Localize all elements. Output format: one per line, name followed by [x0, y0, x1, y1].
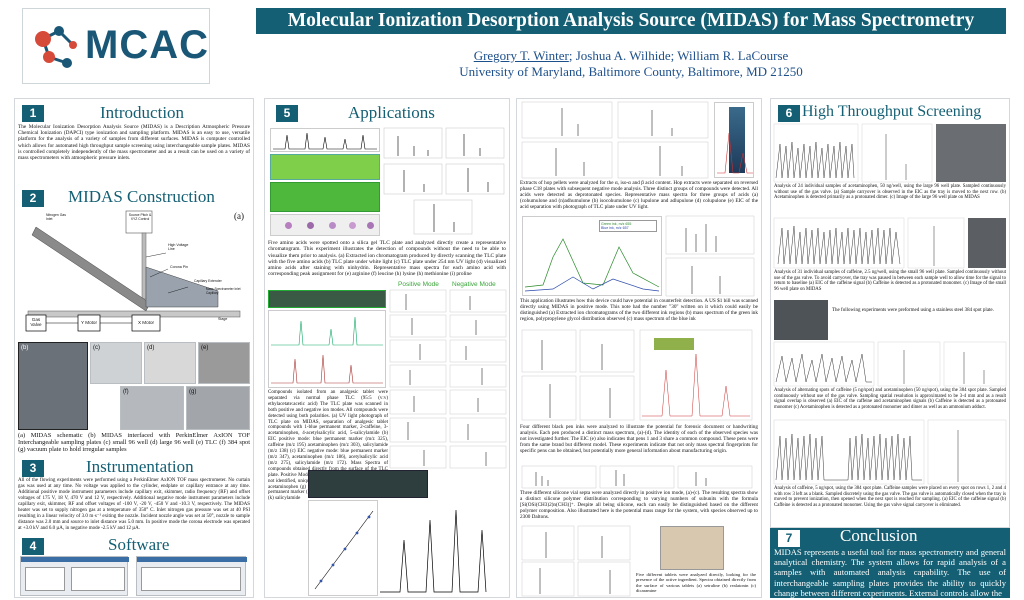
photo-label-d: (d): [147, 345, 155, 351]
authors: Gregory T. Winter; Joshua A. Wilhide; Wi…: [256, 48, 1006, 64]
source-label: Source Pitch & XYZ Control: [128, 213, 152, 221]
other-authors: ; Joshua A. Wilhide; William R. LaCourse: [568, 48, 789, 63]
analgesic-spectra-2: [389, 389, 507, 469]
y-motor-label: Y Motor: [81, 320, 97, 325]
instrument-photo: [308, 470, 428, 498]
affiliation: University of Maryland, Baltimore County…: [459, 64, 803, 79]
photo-c: (c): [90, 342, 142, 384]
section-title-introduction: Introduction: [100, 103, 185, 122]
analgesic-tlc-photo: [268, 290, 386, 308]
photo-e: (e): [198, 342, 250, 384]
section-title-screening: High Throughput Screening: [802, 103, 982, 120]
ink-spectra: [665, 215, 755, 297]
logo-box: MCAC: [22, 8, 210, 84]
introduction-text: The Molecular Ionization Desorption Anal…: [18, 124, 250, 162]
gas-valve-label: Gas Valve: [30, 317, 42, 327]
construction-caption: (a) MIDAS schematic (b) MIDAS interfaced…: [18, 432, 250, 454]
amino-acid-caption: Five amino acids were spotted onto a sil…: [268, 240, 506, 278]
photo-f: (f): [120, 386, 184, 430]
section-title-conclusion: Conclusion: [840, 526, 918, 545]
screening-caption-1: Analysis of 24 individual samples of ace…: [774, 184, 1006, 201]
section-number-6: 6: [778, 105, 800, 122]
septa-caption: Three different silicone vial septa were…: [520, 490, 758, 520]
screening-caption-3: Analysis of alternating spots of caffein…: [774, 388, 1006, 410]
logo-text: MCAC: [85, 23, 209, 67]
photo-label-f: (f): [123, 389, 129, 395]
section-number-2: 2: [22, 190, 44, 207]
software-screenshot-2: [136, 556, 247, 596]
tlc-plate-ninhydrin: [270, 214, 380, 236]
ink-caption: This application illustrates how this de…: [520, 298, 758, 322]
photo-label-e: (e): [201, 345, 209, 351]
screening-note: The following experiments were preformed…: [832, 308, 994, 313]
section-title-applications: Applications: [348, 103, 435, 122]
primary-author: Gregory T. Winter: [473, 48, 569, 63]
legend-green-ink: Green ink, m/z 655: [601, 222, 632, 226]
tlc-plate-uv: [270, 182, 380, 212]
ink-legend: Green ink, m/z 655 Blue ink, m/z 657: [599, 220, 657, 232]
capillary-extender-label: Capillary Extender: [194, 279, 222, 283]
analgesic-caption: Compounds isolated from an analgesic tab…: [268, 390, 388, 502]
schematic-figure: (a) Source Pitch & XYZ Control Nitrogen …: [18, 207, 250, 339]
instrumentation-text: All of the flowing experiments were perf…: [18, 478, 250, 531]
ms-inlet-label: Mass Spectrometer Inlet Capillary: [206, 287, 241, 295]
molecule-icon: [35, 26, 77, 68]
ink-eic: Green ink, m/z 655 Blue ink, m/z 657: [522, 216, 662, 296]
hop-spectra: [521, 101, 709, 179]
analgesic-eic: [268, 310, 386, 388]
analgesic-spectra: [389, 289, 507, 388]
photo-d: (d): [144, 342, 196, 384]
section-number-5: 5: [276, 105, 298, 122]
photo-g: (g): [186, 386, 250, 430]
tablet-photo: [660, 526, 724, 570]
software-screenshot-1: [20, 556, 129, 596]
section-number-1: 1: [22, 105, 44, 122]
screening-figure-3: [773, 341, 1007, 387]
amino-acid-figure: [268, 126, 508, 238]
section-title-construction: MIDAS Construction: [68, 187, 215, 206]
negative-mode-label: Negative Mode: [452, 281, 496, 288]
corona-pin-label: Corona Pin: [170, 265, 188, 269]
plate-384-photo: [774, 300, 828, 340]
x-motor-label: X Motor: [137, 320, 155, 325]
photo-b: (b): [18, 342, 88, 430]
photo-label-c: (c): [93, 345, 100, 351]
screening-figure-1: [773, 123, 1006, 183]
septa-spectra: [521, 465, 753, 489]
photo-label-b: (b): [21, 345, 29, 351]
screening-figure-4: [773, 419, 1007, 485]
screening-caption-4: Analysis of caffeine, 5 ng/spot, using t…: [774, 486, 1006, 508]
section-number-3: 3: [22, 460, 44, 477]
section-number-7: 7: [778, 530, 800, 547]
poster-title: Molecular Ionization Desorption Analysis…: [256, 8, 1006, 34]
tablet-spectra: [521, 525, 631, 597]
screening-figure-2: [773, 217, 1006, 269]
eic-chromatogram-a: [270, 128, 380, 152]
conclusion-panel: [770, 528, 1010, 598]
tablet-caption: Five different tablets were analyzed dir…: [636, 572, 756, 594]
midas-schematic: [25, 210, 241, 332]
high-voltage-label: High Voltage Line: [168, 243, 189, 251]
hop-caption: Extracts of hop pellets were analyzed fo…: [520, 180, 758, 210]
screening-caption-2: Analysis of 31 individual samples of caf…: [774, 270, 1006, 292]
amino-acid-spectra: [383, 127, 505, 235]
calibration-plot: [308, 500, 378, 596]
stage-label: Stage: [218, 317, 228, 321]
peak-series-plot: [380, 509, 487, 593]
section-title-software: Software: [108, 535, 170, 554]
pen-spectra: [521, 329, 753, 421]
hop-eic-tlc: [714, 102, 754, 178]
schematic-label-a: (a): [234, 211, 244, 221]
nitrogen-label: Nitrogen Gas Inlet: [46, 213, 66, 221]
photo-label-g: (g): [189, 389, 197, 395]
tlc-plate-white-light: [270, 154, 380, 180]
pen-caption: Four different black pen inks were analy…: [520, 424, 758, 454]
legend-blue-ink: Blue ink, m/z 657: [601, 226, 629, 230]
conclusion-text: MIDAS represents a useful tool for mass …: [774, 547, 1006, 598]
positive-mode-label: Positive Mode: [398, 281, 439, 288]
section-title-instrumentation: Instrumentation: [86, 457, 194, 476]
section-number-4: 4: [22, 538, 44, 555]
